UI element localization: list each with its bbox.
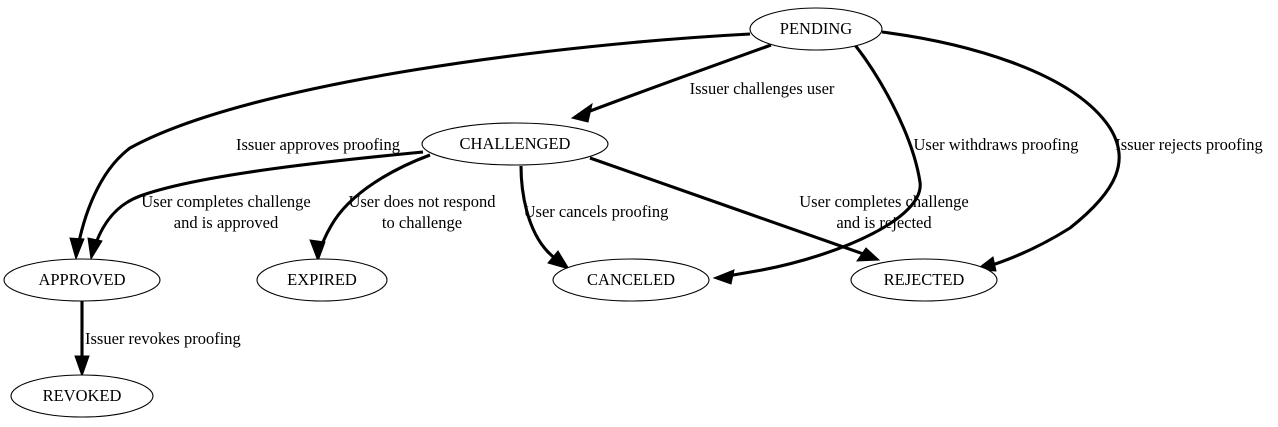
edge-label-user-completes-challenge-rejected-line1: User completes challenge bbox=[799, 192, 969, 211]
edge-challenged-to-rejected[interactable]: User completes challenge and is rejected bbox=[589, 156, 969, 262]
node-canceled-ellipse bbox=[552, 258, 710, 302]
edge-path-pending-canceled bbox=[721, 44, 922, 279]
node-expired-ellipse bbox=[256, 258, 388, 302]
node-approved-ellipse bbox=[3, 258, 161, 302]
edge-approved-to-revoked[interactable]: Issuer revokes proofing bbox=[74, 301, 241, 378]
node-revoked-label: REVOKED bbox=[43, 386, 122, 405]
edge-label-issuer-rejects-proofing: Issuer rejects proofing bbox=[1115, 135, 1263, 154]
edge-label-user-does-not-respond-line2: to challenge bbox=[382, 213, 462, 232]
edge-label-issuer-revokes-proofing: Issuer revokes proofing bbox=[85, 329, 241, 348]
node-pending-ellipse bbox=[749, 7, 883, 51]
node-canceled-label: CANCELED bbox=[587, 270, 675, 289]
edge-challenged-to-expired[interactable]: User does not respond to challenge bbox=[309, 153, 496, 263]
node-challenged-label: CHALLENGED bbox=[460, 134, 571, 153]
arrowhead-revoked-from-approved bbox=[74, 355, 90, 378]
node-rejected-label: REJECTED bbox=[884, 270, 965, 289]
edge-path-pending-rejected bbox=[881, 30, 1121, 270]
arrowhead-approved-from-pending bbox=[69, 237, 85, 261]
arrowhead-rejected-from-challenged bbox=[856, 247, 881, 262]
arrowhead-approved-from-challenged bbox=[87, 237, 103, 261]
arrowhead-expired-from-challenged bbox=[309, 239, 326, 263]
node-canceled[interactable]: CANCELED bbox=[552, 258, 710, 302]
edge-label-user-does-not-respond-line1: User does not respond bbox=[348, 192, 496, 211]
edge-pending-to-approved[interactable]: Issuer approves proofing bbox=[69, 32, 751, 261]
node-rejected-ellipse bbox=[850, 258, 998, 302]
node-pending-label: PENDING bbox=[780, 19, 852, 38]
node-approved[interactable]: APPROVED bbox=[3, 258, 161, 302]
edge-label-user-completes-challenge-approved-line1: User completes challenge bbox=[141, 192, 311, 211]
node-revoked[interactable]: REVOKED bbox=[10, 374, 154, 418]
arrowhead-canceled-from-challenged bbox=[547, 250, 571, 270]
edge-pending-to-challenged[interactable]: Issuer challenges user bbox=[570, 43, 835, 123]
node-revoked-ellipse bbox=[10, 374, 154, 418]
arrowhead-canceled-from-pending bbox=[712, 269, 735, 285]
edge-label-issuer-approves-proofing: Issuer approves proofing bbox=[236, 135, 400, 154]
node-challenged-ellipse bbox=[421, 122, 609, 166]
edge-path-pending-approved bbox=[75, 32, 751, 253]
edge-challenged-to-canceled[interactable]: User cancels proofing bbox=[519, 165, 669, 270]
node-rejected[interactable]: REJECTED bbox=[850, 258, 998, 302]
node-pending[interactable]: PENDING bbox=[749, 7, 883, 51]
edge-label-user-completes-challenge-rejected-line2: and is rejected bbox=[836, 213, 932, 232]
edge-path-pending-challenged bbox=[576, 43, 772, 118]
node-expired[interactable]: EXPIRED bbox=[256, 258, 388, 302]
edge-label-user-cancels-proofing: User cancels proofing bbox=[524, 202, 669, 221]
node-expired-label: EXPIRED bbox=[287, 270, 357, 289]
edge-label-issuer-challenges-user: Issuer challenges user bbox=[690, 79, 835, 98]
edge-path-challenged-rejected bbox=[589, 156, 873, 259]
edge-label-user-withdraws-proofing: User withdraws proofing bbox=[914, 135, 1079, 154]
arrowhead-challenged-from-pending bbox=[570, 102, 593, 123]
node-challenged[interactable]: CHALLENGED bbox=[421, 122, 609, 166]
node-approved-label: APPROVED bbox=[38, 270, 125, 289]
edge-challenged-to-approved[interactable]: User completes challenge and is approved bbox=[87, 150, 424, 261]
edge-path-challenged-approved bbox=[91, 150, 424, 253]
edge-pending-to-canceled[interactable]: User withdraws proofing bbox=[712, 44, 1079, 285]
edge-label-user-completes-challenge-approved-line2: and is approved bbox=[174, 213, 279, 232]
